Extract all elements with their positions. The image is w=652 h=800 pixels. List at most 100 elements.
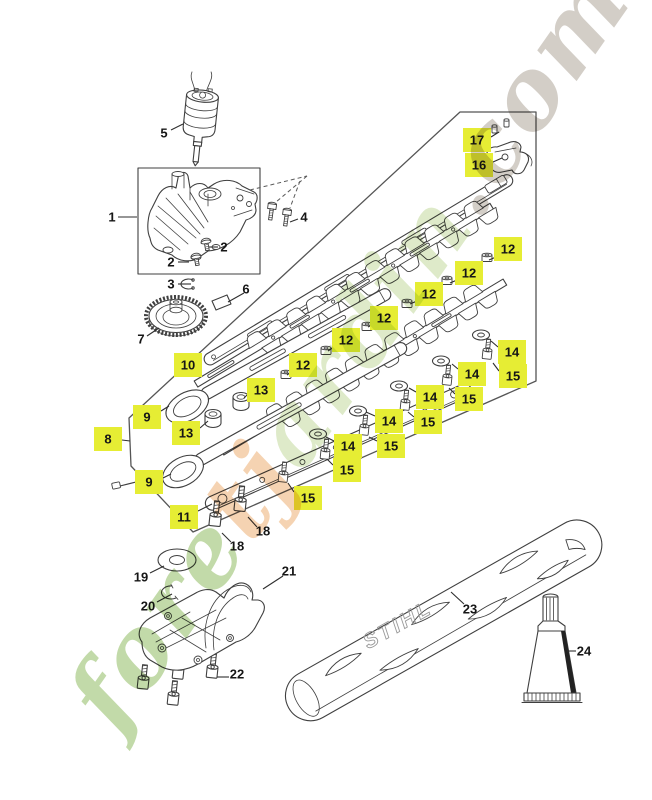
part-connecting-rod-upper — [165, 288, 392, 424]
svg-text:15: 15 — [462, 392, 476, 407]
callout-2: 2 — [167, 255, 189, 270]
callout-18: 18 — [247, 516, 270, 539]
svg-text:9: 9 — [145, 475, 152, 490]
callout-1: 1 — [108, 210, 137, 225]
callout-12: 12 — [449, 261, 483, 285]
svg-text:15: 15 — [421, 415, 435, 430]
callout-22: 22 — [217, 667, 244, 682]
svg-text:19: 19 — [134, 570, 148, 585]
part-washer-14 — [308, 428, 328, 440]
part-grease-tube-24 — [521, 593, 583, 704]
callout-21: 21 — [262, 564, 296, 590]
assembly-outline-8 — [128, 111, 537, 533]
callout-23: 23 — [450, 591, 477, 617]
part-screw-2 — [190, 252, 202, 267]
part-washer-19 — [157, 548, 197, 572]
callout-13: 13 — [172, 420, 209, 445]
svg-text:13: 13 — [179, 426, 193, 441]
callout-18: 18 — [221, 532, 244, 554]
svg-text:13: 13 — [254, 383, 268, 398]
svg-text:12: 12 — [339, 333, 353, 348]
callout-9: 9 — [135, 470, 172, 494]
part-screw-4 — [282, 207, 293, 227]
svg-text:12: 12 — [422, 287, 436, 302]
callout-12: 12 — [327, 328, 360, 352]
svg-text:8: 8 — [104, 432, 111, 447]
callout-15: 15 — [407, 410, 442, 434]
part-screw-22 — [136, 664, 150, 690]
part-screw-18 — [208, 500, 222, 527]
svg-text:7: 7 — [137, 332, 144, 347]
part-screw-15 — [399, 389, 411, 411]
callout-14: 14 — [451, 362, 486, 386]
callout-14: 14 — [365, 409, 403, 433]
callout-12: 12 — [409, 282, 443, 306]
part-connecting-rod-lower — [162, 342, 408, 489]
part-screw-15 — [481, 338, 493, 360]
callout-12: 12 — [488, 237, 522, 261]
callout-20: 20 — [141, 593, 173, 614]
part-blade-guard-23: STIHL — [284, 519, 603, 722]
callout-15: 15 — [368, 434, 405, 458]
svg-text:14: 14 — [382, 414, 397, 429]
callout-4: 4 — [289, 210, 308, 225]
part-screw-15 — [277, 461, 289, 483]
callout-14: 14 — [490, 340, 526, 364]
svg-text:2: 2 — [167, 255, 174, 270]
svg-text:23: 23 — [463, 602, 477, 617]
part-screw-18 — [233, 485, 247, 512]
part-nut-12 — [320, 345, 332, 355]
callout-15: 15 — [448, 387, 483, 411]
svg-text:12: 12 — [501, 242, 515, 257]
callout-12: 12 — [286, 353, 317, 377]
svg-text:9: 9 — [143, 410, 150, 425]
part-cutter-blade-upper — [193, 200, 499, 388]
svg-text:18: 18 — [230, 539, 244, 554]
svg-text:11: 11 — [177, 510, 191, 525]
callout-14: 14 — [325, 434, 362, 458]
callout-2: 2 — [209, 240, 228, 255]
callout-10: 10 — [174, 353, 202, 377]
svg-text:21: 21 — [282, 564, 296, 579]
svg-text:14: 14 — [465, 367, 480, 382]
svg-text:1: 1 — [108, 210, 115, 225]
callout-6: 6 — [227, 282, 250, 303]
part-washer-14 — [471, 329, 491, 341]
svg-text:15: 15 — [340, 463, 354, 478]
svg-text:14: 14 — [341, 439, 356, 454]
part-screw-15 — [358, 414, 370, 436]
part-pins-17 — [491, 118, 510, 134]
part-screw-22 — [205, 653, 219, 679]
svg-text:15: 15 — [301, 491, 315, 506]
callout-12: 12 — [367, 306, 398, 330]
callout-17: 17 — [463, 128, 500, 152]
svg-text:4: 4 — [300, 210, 308, 225]
svg-text:18: 18 — [256, 524, 270, 539]
part-screw-2 — [200, 237, 212, 252]
part-circlip-20 — [161, 584, 179, 600]
svg-text:20: 20 — [141, 599, 155, 614]
part-screw-4 — [267, 201, 278, 221]
svg-text:3: 3 — [167, 277, 174, 292]
callout-7: 7 — [137, 327, 160, 347]
callout-5: 5 — [160, 123, 184, 141]
callout-15: 15 — [492, 362, 527, 388]
part-nut-12 — [481, 252, 493, 262]
svg-text:15: 15 — [384, 439, 398, 454]
svg-text:2: 2 — [220, 240, 227, 255]
part-gear-7 — [144, 295, 208, 337]
svg-text:10: 10 — [181, 358, 195, 373]
callout-15: 15 — [326, 458, 361, 482]
part-washer-14 — [389, 380, 409, 392]
svg-text:15: 15 — [506, 369, 520, 384]
callout-15: 15 — [287, 482, 322, 510]
svg-text:24: 24 — [577, 644, 592, 659]
svg-text:12: 12 — [377, 311, 391, 326]
part-screw-15 — [441, 364, 453, 386]
callout-3: 3 — [167, 277, 191, 292]
part-shim-6 — [211, 294, 232, 311]
svg-text:16: 16 — [472, 158, 486, 173]
